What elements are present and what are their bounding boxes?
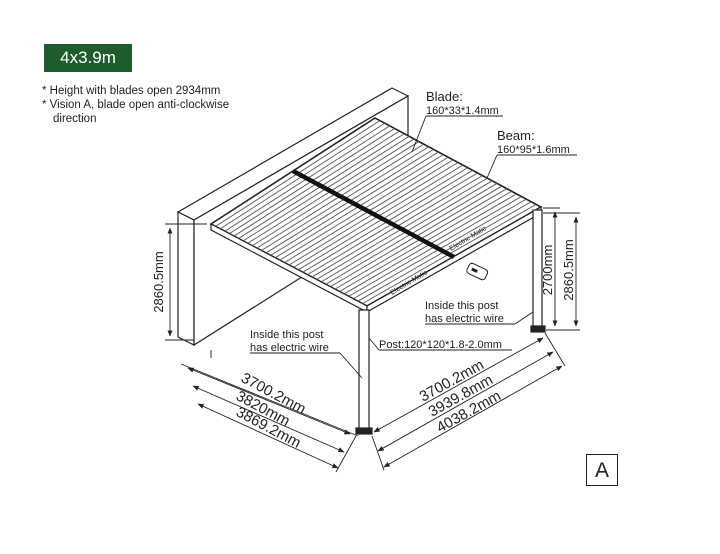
- left-height-dimension: [165, 223, 207, 341]
- center-beam: [291, 169, 456, 259]
- left-height-label: 2860.5mm: [151, 251, 166, 312]
- right-width-dimensions: [371, 332, 566, 471]
- remote-control-icon: [466, 262, 489, 281]
- right-height-dimensions: [543, 207, 580, 331]
- size-badge: 4x3.9m: [44, 44, 132, 72]
- post-front-base: [355, 427, 373, 435]
- blade-title: Blade:: [426, 89, 463, 104]
- right-height-outer-label: 2860.5mm: [561, 239, 576, 300]
- note-direction: direction: [53, 113, 97, 125]
- beam-title: Beam:: [497, 128, 535, 143]
- note-vision: * Vision A, blade open anti-clockwise: [42, 99, 230, 111]
- beam-spec: 160*95*1.6mm: [497, 144, 570, 156]
- post-spec-leader: [368, 337, 380, 351]
- right-post-wire-line1: Inside this post: [425, 300, 498, 312]
- front-post-wire-leader: [339, 352, 363, 379]
- view-letter-box: A: [586, 454, 618, 486]
- front-post-wire-line2: has electric wire: [250, 342, 329, 354]
- post-spec-label: Post:120*120*1.8-2.0mm: [379, 339, 502, 351]
- post-right-base: [530, 325, 546, 333]
- wall-front: [177, 211, 195, 346]
- note-height: * Height with blades open 2934mm: [42, 85, 221, 97]
- blade-spec: 160*33*1.4mm: [426, 105, 499, 117]
- front-post-wire-line1: Inside this post: [250, 329, 323, 341]
- right-height-inner-label: 2700mm: [540, 245, 555, 296]
- posts: [355, 209, 546, 435]
- beam-leader: [486, 154, 498, 179]
- post-front: [358, 309, 370, 433]
- right-post-wire-leader: [514, 311, 534, 325]
- blade-leader: [411, 115, 427, 153]
- left-width-dimensions: [180, 350, 359, 473]
- right-post-wire-line2: has electric wire: [425, 313, 504, 325]
